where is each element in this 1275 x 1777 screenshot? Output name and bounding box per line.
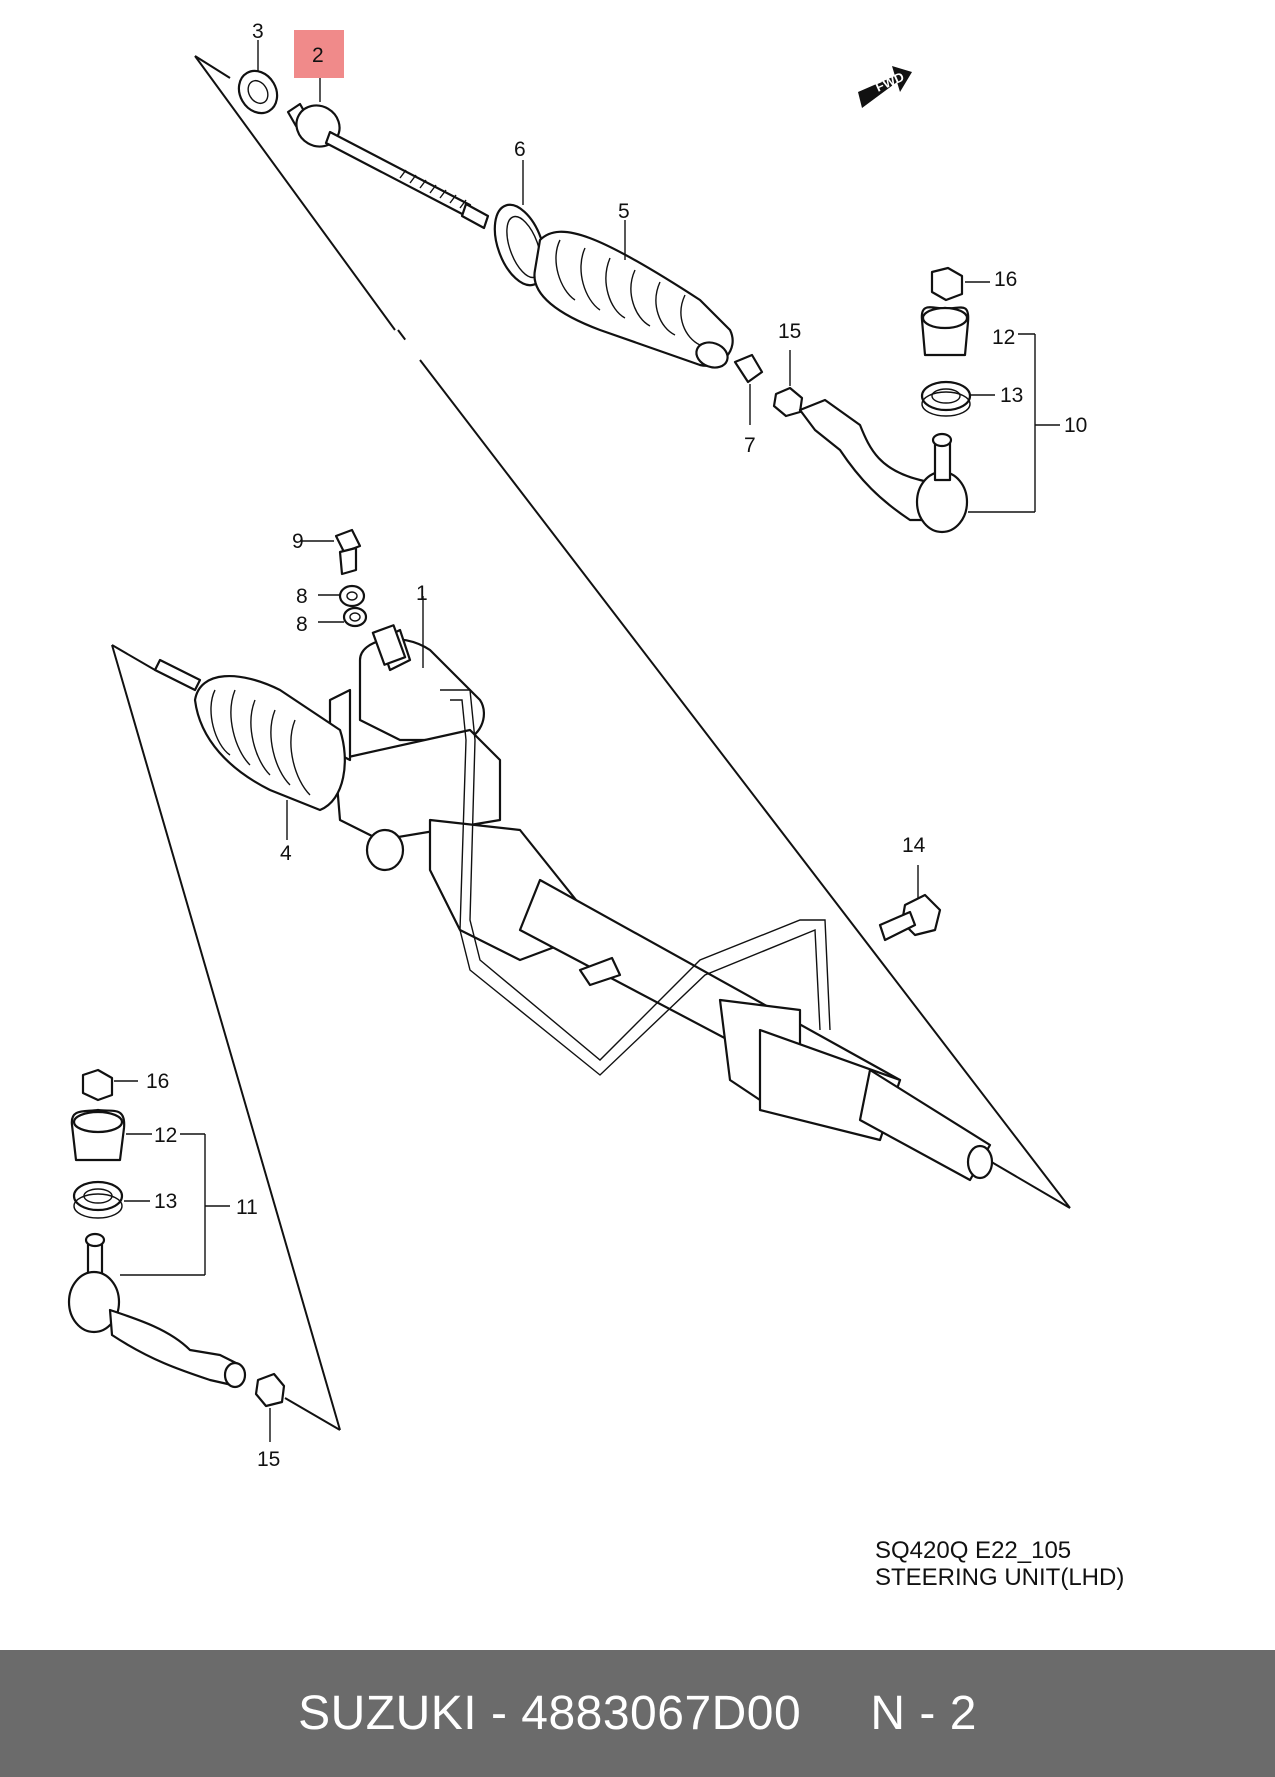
part-12-dust-cover-left (70, 1108, 152, 1162)
callout-8-a: 8 (296, 585, 308, 608)
callout-10: 10 (1064, 414, 1087, 437)
callout-12-right: 12 (992, 326, 1015, 349)
footer-brand: SUZUKI (298, 1687, 478, 1740)
footer-part-number: 4883067D00 (521, 1687, 802, 1740)
callout-16-left: 16 (146, 1070, 169, 1093)
callout-2: 2 (312, 44, 324, 67)
callout-16-right: 16 (994, 268, 1017, 291)
diagram-code: SQ420Q E22_105 (875, 1537, 1072, 1564)
part-13-clip-ring-left (72, 1180, 150, 1219)
callout-13-right: 13 (1000, 384, 1023, 407)
part-2-inner-tie-rod (286, 78, 490, 230)
steering-unit-diagram: FWD 3 2 6 5 16 12 15 13 10 7 9 1 8 8 4 1… (67, 20, 1087, 1471)
fwd-arrow-icon: FWD (858, 66, 912, 108)
part-11-tie-rod-end-left (67, 1232, 247, 1389)
callout-5: 5 (618, 200, 630, 223)
part-7-boot-clip (733, 353, 764, 425)
bracket-10 (965, 281, 1060, 513)
callout-7: 7 (744, 434, 756, 457)
callout-8-b: 8 (296, 613, 308, 636)
callout-6: 6 (514, 138, 526, 161)
part-16-nut-left (81, 1068, 138, 1102)
part-8-washer-b (318, 606, 368, 628)
callout-9: 9 (292, 530, 304, 553)
callout-14: 14 (902, 834, 926, 857)
part-15-nut-left (254, 1372, 286, 1442)
part-10-tie-rod-end-right (798, 398, 969, 534)
footer-position-label: N - 2 (870, 1687, 977, 1740)
bracket-11 (120, 1133, 230, 1276)
part-12-dust-cover-right (920, 306, 970, 357)
part-5-bellows-boot (533, 220, 734, 369)
callout-15-top: 15 (778, 320, 801, 343)
footer-separator: - (477, 1687, 522, 1740)
footer-bar: SUZUKI - 4883067D00 N - 2 (0, 1650, 1275, 1777)
part-15-nut-top (772, 350, 804, 418)
part-9-bolt (300, 528, 362, 576)
callout-13-left: 13 (154, 1190, 177, 1213)
callout-12-left: 12 (154, 1124, 177, 1147)
part-16-nut-right (930, 266, 964, 302)
footer-gap (801, 1686, 870, 1741)
part-1-steering-gear-assembly (328, 596, 994, 1182)
highlight-box-part-2 (294, 30, 344, 78)
part-4-bellows-boot-left (153, 658, 346, 840)
part-13-clip-ring-right (920, 380, 972, 417)
diagram-title: STEERING UNIT(LHD) (875, 1564, 1125, 1591)
callout-3: 3 (252, 20, 264, 43)
part-6-boot-clamp (493, 160, 547, 287)
fwd-label: FWD (873, 69, 906, 95)
callout-15-left: 15 (257, 1448, 280, 1471)
callout-1: 1 (416, 582, 428, 605)
part-3-lock-washer (237, 40, 279, 115)
part-14-bolt (878, 865, 942, 942)
callout-11: 11 (236, 1196, 258, 1219)
callout-4: 4 (280, 842, 292, 865)
callout-labels: 3 2 6 5 16 12 15 13 10 7 9 1 8 8 4 14 16… (146, 20, 1087, 1471)
part-8-washer-a (318, 584, 366, 608)
